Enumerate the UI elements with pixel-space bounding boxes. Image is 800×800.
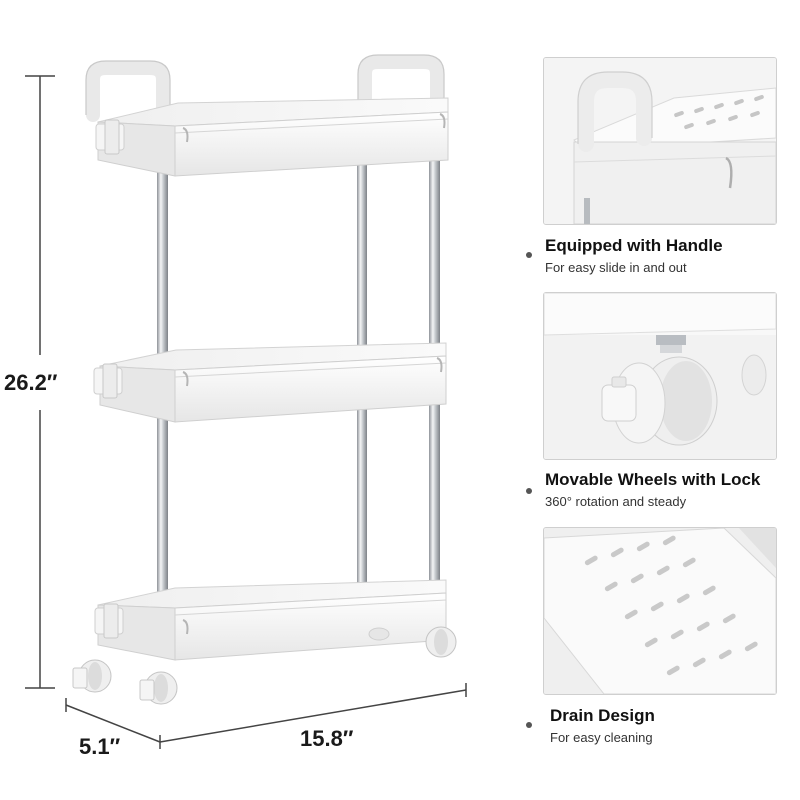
bullet-dot-icon (526, 252, 532, 258)
feature-title: Equipped with Handle (545, 236, 723, 255)
height-dimension-line (25, 75, 55, 689)
bullet-dot-icon (526, 722, 532, 728)
handle-closeup-image (544, 58, 776, 224)
feature-subtitle: For easy cleaning (550, 730, 653, 745)
drain-detail-panel (543, 527, 777, 695)
feature-title: Drain Design (550, 706, 655, 725)
top-shelf (95, 97, 449, 177)
middle-shelf (93, 342, 447, 423)
bottom-shelf (94, 579, 447, 661)
footprint-dimension-lines (65, 683, 467, 749)
height-label: 26.2″ (4, 370, 58, 395)
bullet-dot-icon (526, 488, 532, 494)
top-handles (86, 55, 444, 122)
handle-detail-panel (543, 57, 777, 225)
wheel-detail-panel (543, 292, 777, 460)
wheel-closeup-image (544, 293, 776, 459)
wheels (72, 626, 457, 705)
feature-title: Movable Wheels with Lock (545, 470, 761, 489)
feature-subtitle: For easy slide in and out (545, 260, 687, 275)
width-label: 15.8″ (300, 726, 354, 751)
feature-subtitle: 360° rotation and steady (545, 494, 687, 509)
depth-label: 5.1″ (79, 734, 121, 759)
drain-closeup-image (544, 528, 776, 694)
